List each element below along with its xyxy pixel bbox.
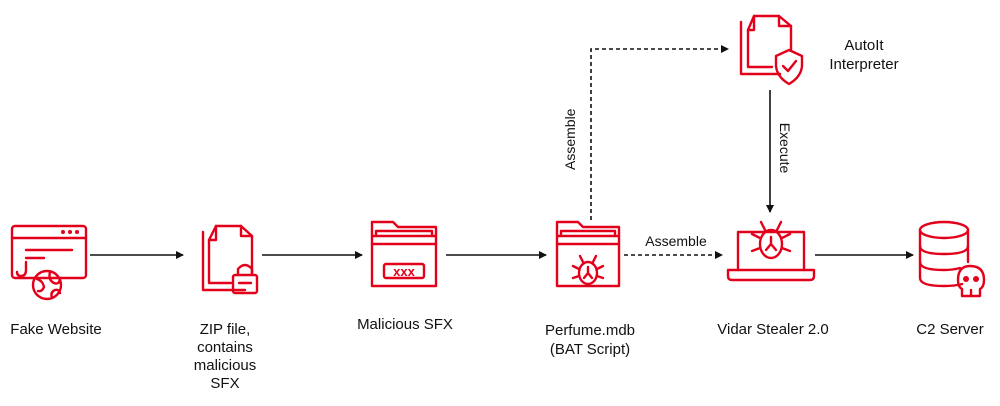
files-shield-icon bbox=[739, 14, 804, 86]
laptop-bug-icon bbox=[726, 220, 816, 282]
svg-text:xxx: xxx bbox=[393, 264, 415, 279]
locked-files-icon bbox=[201, 224, 259, 295]
browser-globe-icon bbox=[10, 224, 88, 301]
node-label-vidar: Vidar Stealer 2.0 bbox=[717, 321, 829, 338]
folder-bug-icon bbox=[555, 220, 621, 288]
folder-password-icon: xxx bbox=[370, 220, 438, 288]
node-label-fake-website: Fake Website bbox=[10, 321, 102, 338]
node-label-zip-file: ZIP file, contains malicious SFX bbox=[193, 321, 257, 392]
edge-label-assemble-vertical: Assemble bbox=[562, 108, 578, 170]
node-label-malicious-sfx: Malicious SFX bbox=[357, 316, 453, 333]
edge-perfume-to-autoit bbox=[590, 45, 729, 220]
node-label-c2-server: C2 Server bbox=[916, 321, 984, 338]
database-skull-icon bbox=[918, 220, 986, 298]
edge-label-assemble-horizontal: Assemble bbox=[645, 233, 707, 249]
node-label-perfume-mdb: Perfume.mdb (BAT Script) bbox=[544, 322, 636, 358]
node-label-autoit: AutoIt Interpreter bbox=[829, 37, 899, 73]
edge-label-execute: Execute bbox=[777, 122, 793, 174]
